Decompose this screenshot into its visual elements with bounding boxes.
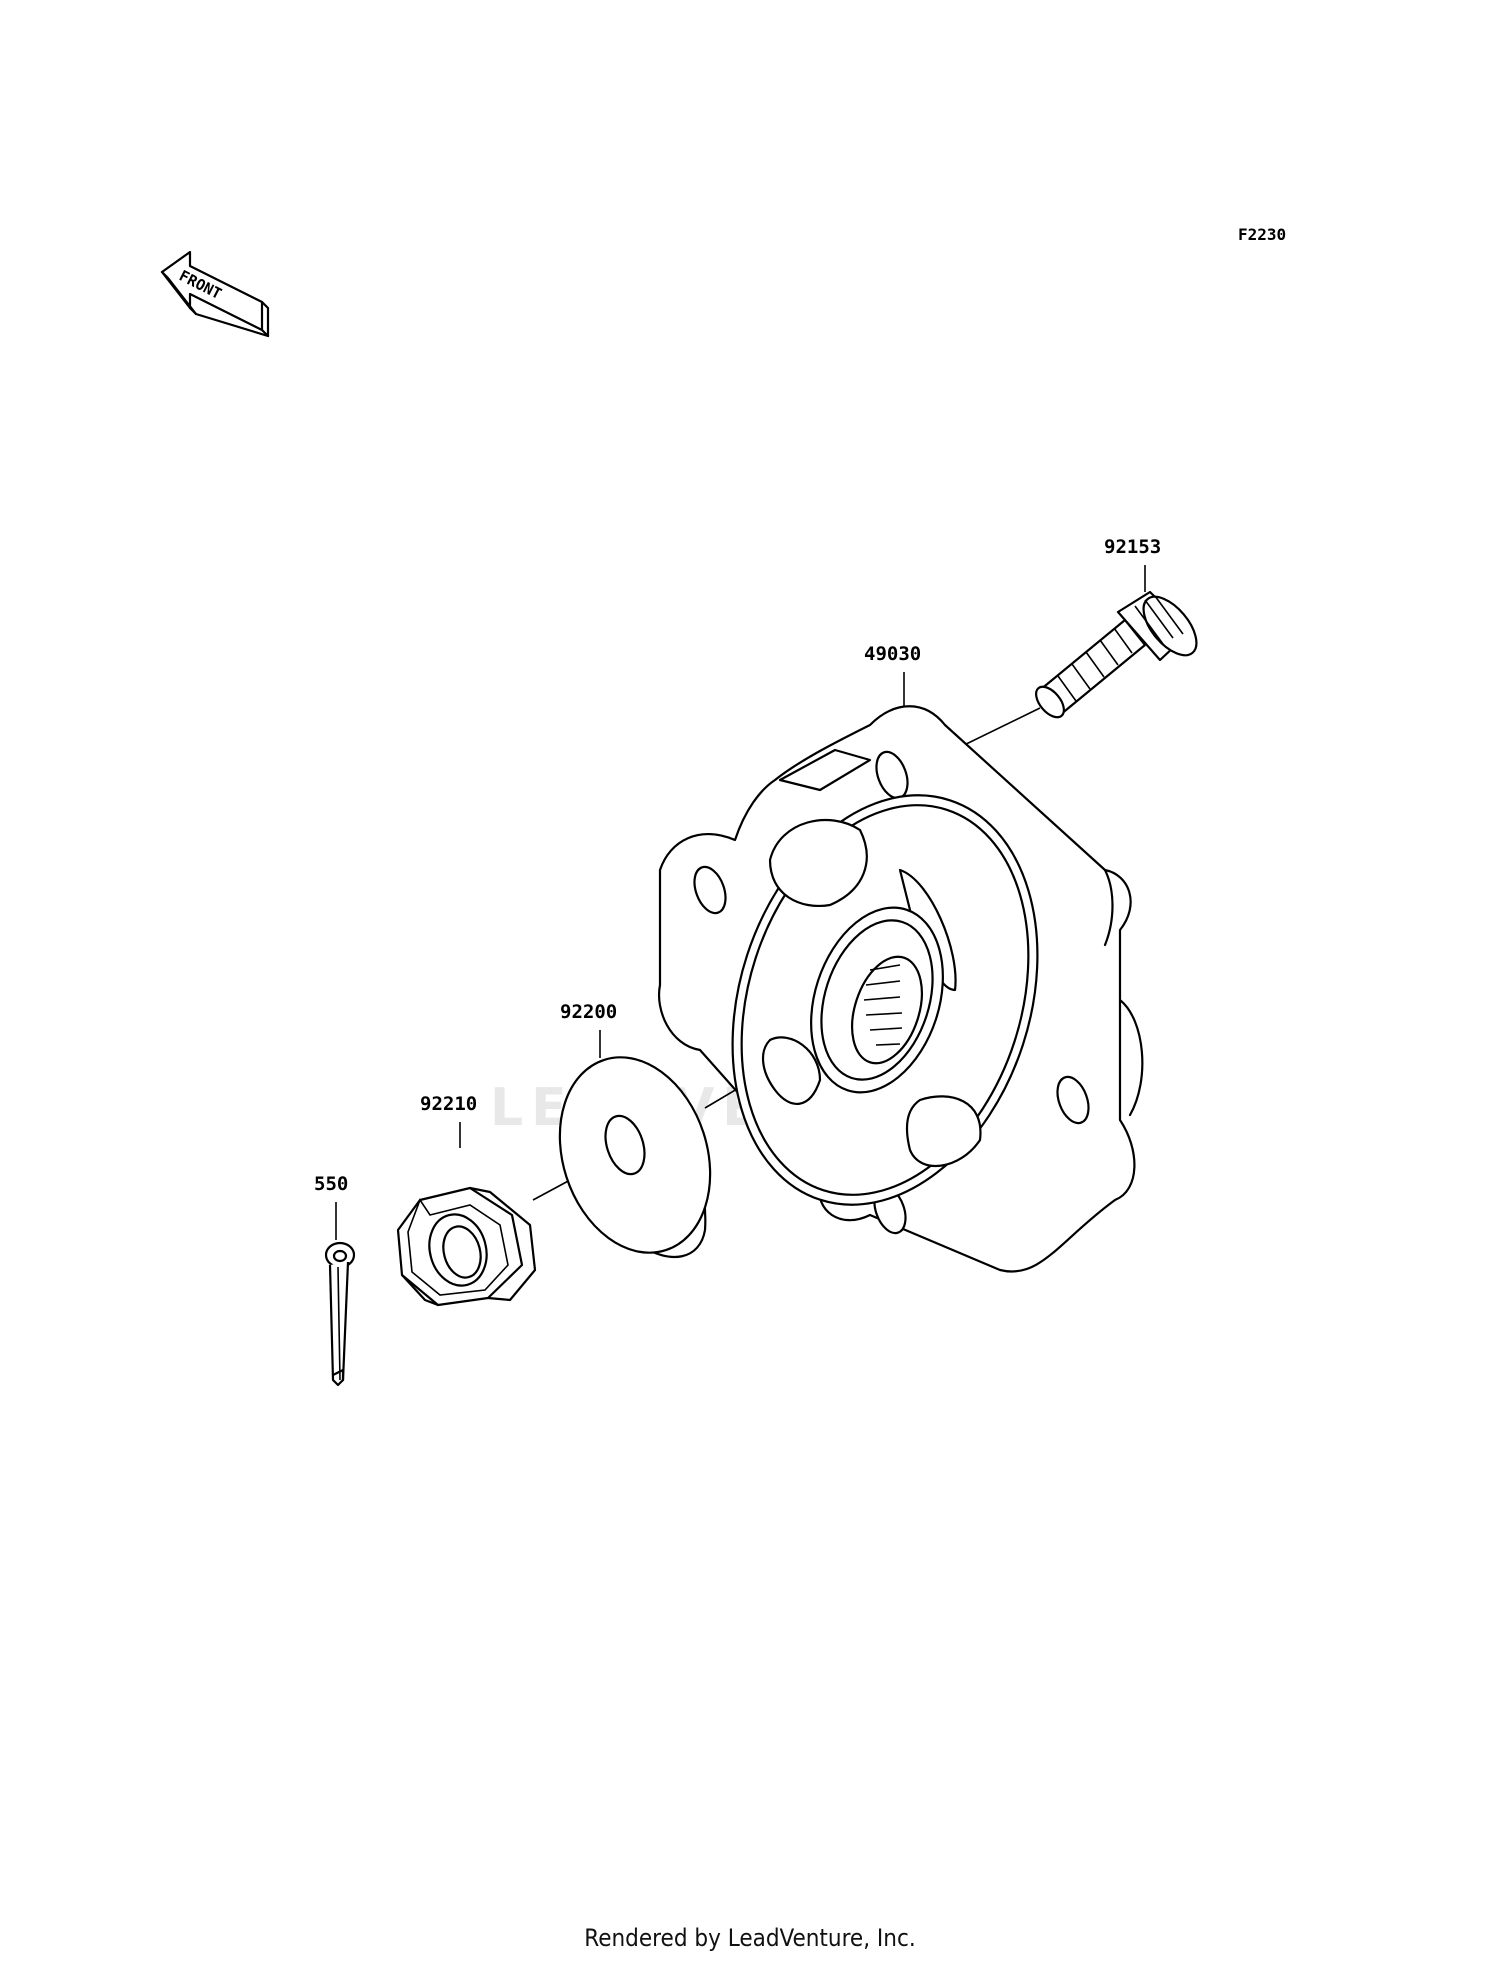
part-92210-nut xyxy=(396,1186,537,1307)
diagram-ref-code: F2230 xyxy=(1238,225,1286,244)
part-92200-washer xyxy=(558,1056,712,1259)
part-label-92210: 92210 xyxy=(420,1093,477,1115)
part-label-49030: 49030 xyxy=(864,643,921,665)
footer-credit: Rendered by LeadVenture, Inc. xyxy=(584,1924,916,1952)
part-label-92200: 92200 xyxy=(560,1001,617,1023)
part-49030-hub xyxy=(657,705,1144,1273)
part-550-cotter-pin xyxy=(324,1241,356,1387)
front-arrow-icon: FRONT xyxy=(160,250,270,338)
part-label-92153: 92153 xyxy=(1104,536,1161,558)
part-label-550: 550 xyxy=(314,1173,348,1195)
part-92153-wheel-stud xyxy=(1035,590,1198,719)
